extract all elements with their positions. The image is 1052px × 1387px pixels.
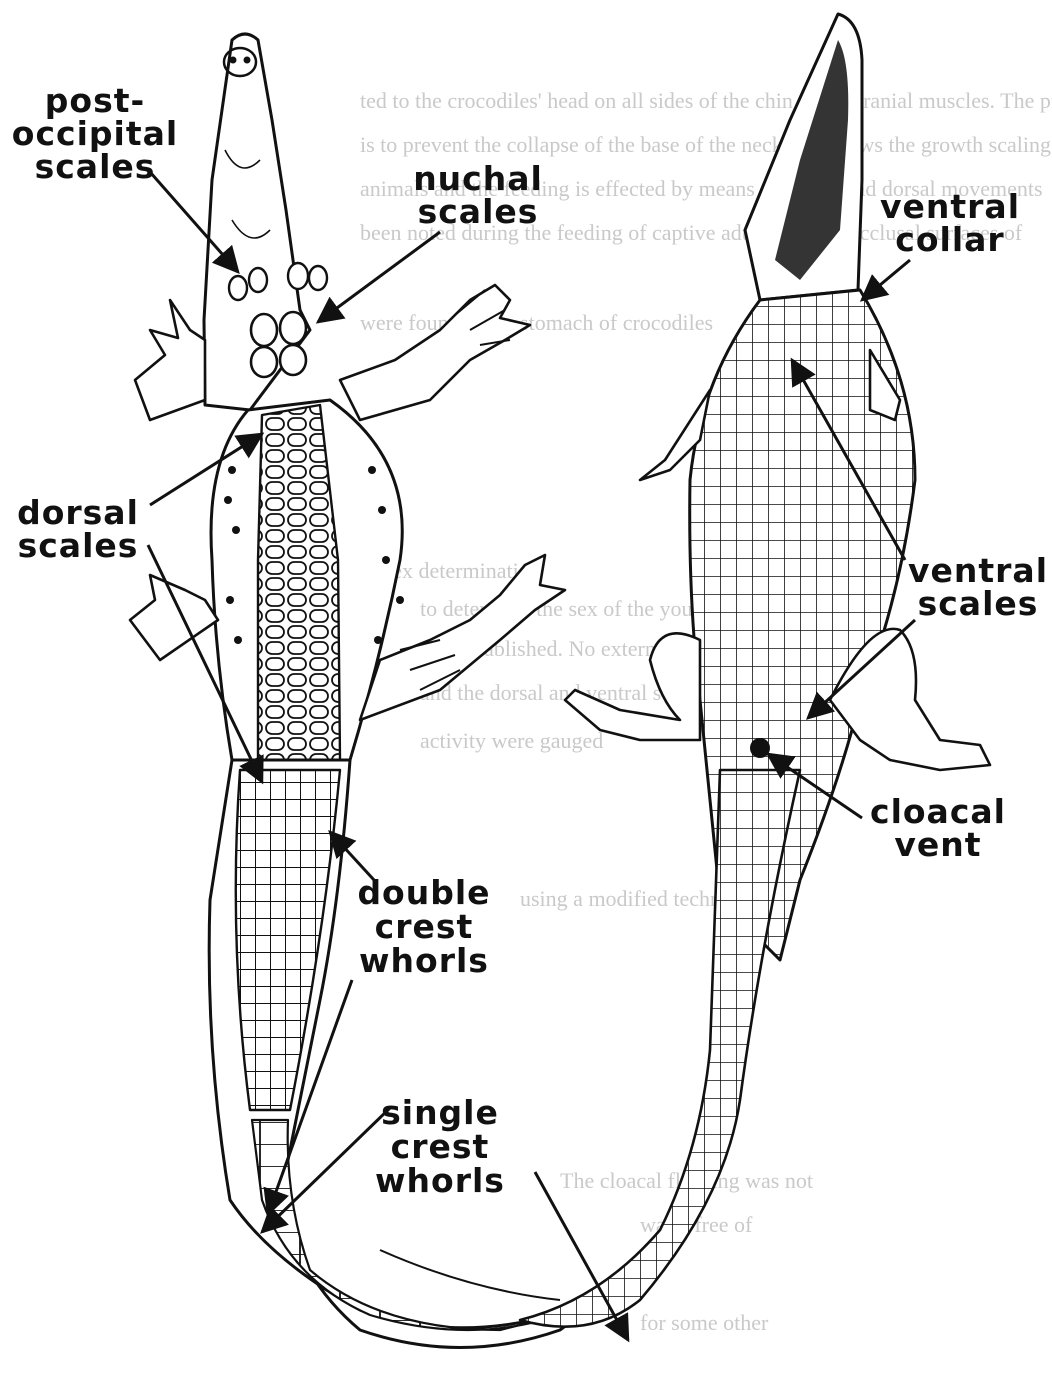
label-single-crest-line3: whorls [375,1161,505,1200]
label-ventral-scales-line2: scales [918,584,1039,623]
label-ventral-collar-line2: collar [895,220,1004,259]
left-hind-leg [130,575,218,660]
arrow-nuchal [318,232,440,322]
label-post-occipital-line3: scales [35,147,156,186]
bleed-line: to determine the sex of the young [420,596,714,621]
bleed-line: activity were gauged [420,728,603,753]
right-front-leg [340,285,530,420]
ventral-tail [520,770,800,1327]
bleed-line: were found in the stomach of crocodiles [360,310,713,335]
label-nuchal-line2: scales [418,192,539,231]
left-front-leg [135,300,205,420]
bleed-line: ted to the crocodiles' head on all sides… [360,88,1052,113]
label-dorsal-line2: scales [18,526,139,565]
arrow-ventral-collar [862,260,910,300]
cloacal-vent-mark [750,738,770,758]
label-double-crest-line3: whorls [359,941,489,980]
bleed-line: for some other [640,1310,769,1335]
bleed-line: is to prevent the collapse of the base o… [360,132,1052,157]
label-cloacal-vent-line2: vent [894,825,981,864]
